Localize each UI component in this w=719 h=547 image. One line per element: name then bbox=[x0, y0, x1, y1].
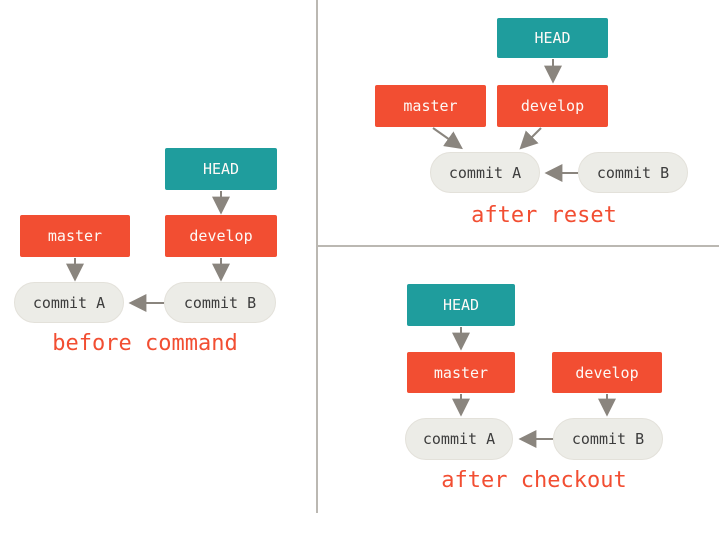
checkout-commit-a-node: commit A bbox=[405, 418, 513, 460]
checkout-develop-node: develop bbox=[552, 352, 662, 393]
checkout-commit-b-node: commit B bbox=[553, 418, 663, 460]
after-checkout-caption: after checkout bbox=[441, 468, 627, 493]
reset-develop-node: develop bbox=[497, 85, 608, 127]
before-master-node: master bbox=[20, 215, 130, 257]
arrow-reset-develop-to-commit-a bbox=[519, 127, 542, 150]
reset-head-node: HEAD bbox=[497, 18, 608, 58]
before-commit-b-node: commit B bbox=[164, 282, 276, 323]
checkout-head-node: HEAD bbox=[407, 284, 515, 326]
before-command-caption: before command bbox=[52, 331, 238, 356]
before-develop-node: develop bbox=[165, 215, 277, 257]
checkout-master-node: master bbox=[407, 352, 515, 393]
before-head-node: HEAD bbox=[165, 148, 277, 190]
vertical-divider bbox=[316, 0, 318, 513]
reset-commit-b-node: commit B bbox=[578, 152, 688, 193]
horizontal-divider bbox=[317, 245, 719, 247]
reset-master-node: master bbox=[375, 85, 486, 127]
before-commit-a-node: commit A bbox=[14, 282, 124, 323]
arrow-reset-master-to-commit-a bbox=[432, 127, 463, 150]
reset-commit-a-node: commit A bbox=[430, 152, 540, 193]
after-reset-caption: after reset bbox=[471, 203, 617, 228]
